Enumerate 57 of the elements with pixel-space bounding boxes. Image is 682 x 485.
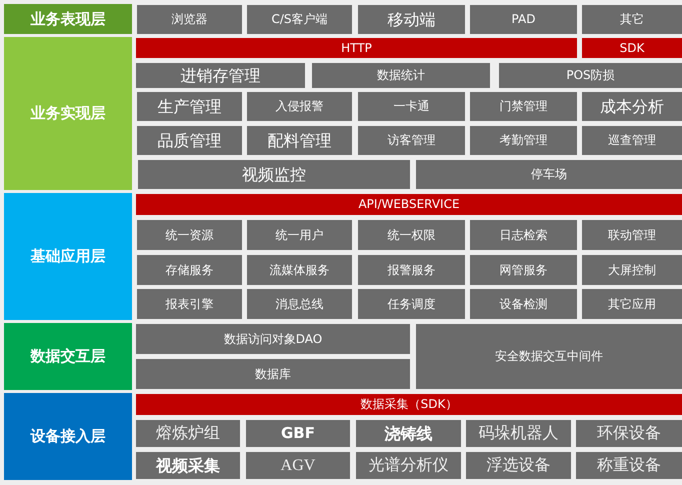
module-box: 考勤管理 [470,126,577,155]
protocol-bar: SDK [582,38,682,58]
protocol-bar: HTTP [136,38,577,58]
module-box: C/S客户端 [247,5,352,34]
module-box: 统一用户 [247,220,352,250]
layer-label: 业务表现层 [4,4,132,34]
device-box: AGV [246,452,350,479]
module-box: 任务调度 [358,289,465,319]
module-box: 日志检索 [470,220,577,250]
module-box: 统一资源 [137,220,242,250]
device-box: 环保设备 [576,420,682,447]
module-box: 安全数据交互中间件 [416,324,682,389]
device-box: GBF [246,420,350,447]
module-box: 入侵报警 [247,92,352,121]
module-box: 存储服务 [137,255,242,285]
module-box: 进销存管理 [136,63,305,88]
module-box: 数据库 [136,359,410,389]
device-box: 视频采集 [136,452,240,479]
module-box: 其它应用 [582,289,682,319]
module-box: 配料管理 [247,126,352,155]
module-box: PAD [470,5,577,34]
module-box: 生产管理 [137,92,242,121]
layer-label: 数据交互层 [4,323,132,390]
module-box: 设备检测 [470,289,577,319]
layer-label: 设备接入层 [4,393,132,480]
module-box: 消息总线 [247,289,352,319]
device-box: 光谱分析仪 [356,452,461,479]
module-box: 网管服务 [470,255,577,285]
protocol-bar: API/WEBSERVICE [136,194,682,215]
module-box: 报警服务 [358,255,465,285]
module-box: 巡查管理 [582,126,682,155]
module-box: 访客管理 [358,126,465,155]
device-box: 称重设备 [576,452,682,479]
layer-label: 业务实现层 [4,37,132,190]
module-box: 品质管理 [137,126,242,155]
module-box: 一卡通 [358,92,465,121]
module-box: 统一权限 [358,220,465,250]
module-box: 停车场 [416,160,682,189]
module-box: 视频监控 [138,160,410,189]
module-box: 流媒体服务 [247,255,352,285]
module-box: 浏览器 [137,5,242,34]
device-box: 熔炼炉组 [136,420,240,447]
module-box: 数据统计 [312,63,490,88]
device-box: 浇铸线 [356,420,461,447]
module-box: POS防损 [499,63,682,88]
protocol-bar: 数据采集（SDK） [136,394,682,415]
module-box: 成本分析 [582,92,682,121]
module-box: 移动端 [358,5,465,34]
layer-label: 基础应用层 [4,193,132,320]
module-box: 数据访问对象DAO [136,324,410,354]
module-box: 联动管理 [582,220,682,250]
module-box: 报表引擎 [137,289,242,319]
device-box: 码垛机器人 [466,420,571,447]
module-box: 门禁管理 [470,92,577,121]
module-box: 大屏控制 [582,255,682,285]
module-box: 其它 [582,5,682,34]
device-box: 浮选设备 [466,452,571,479]
